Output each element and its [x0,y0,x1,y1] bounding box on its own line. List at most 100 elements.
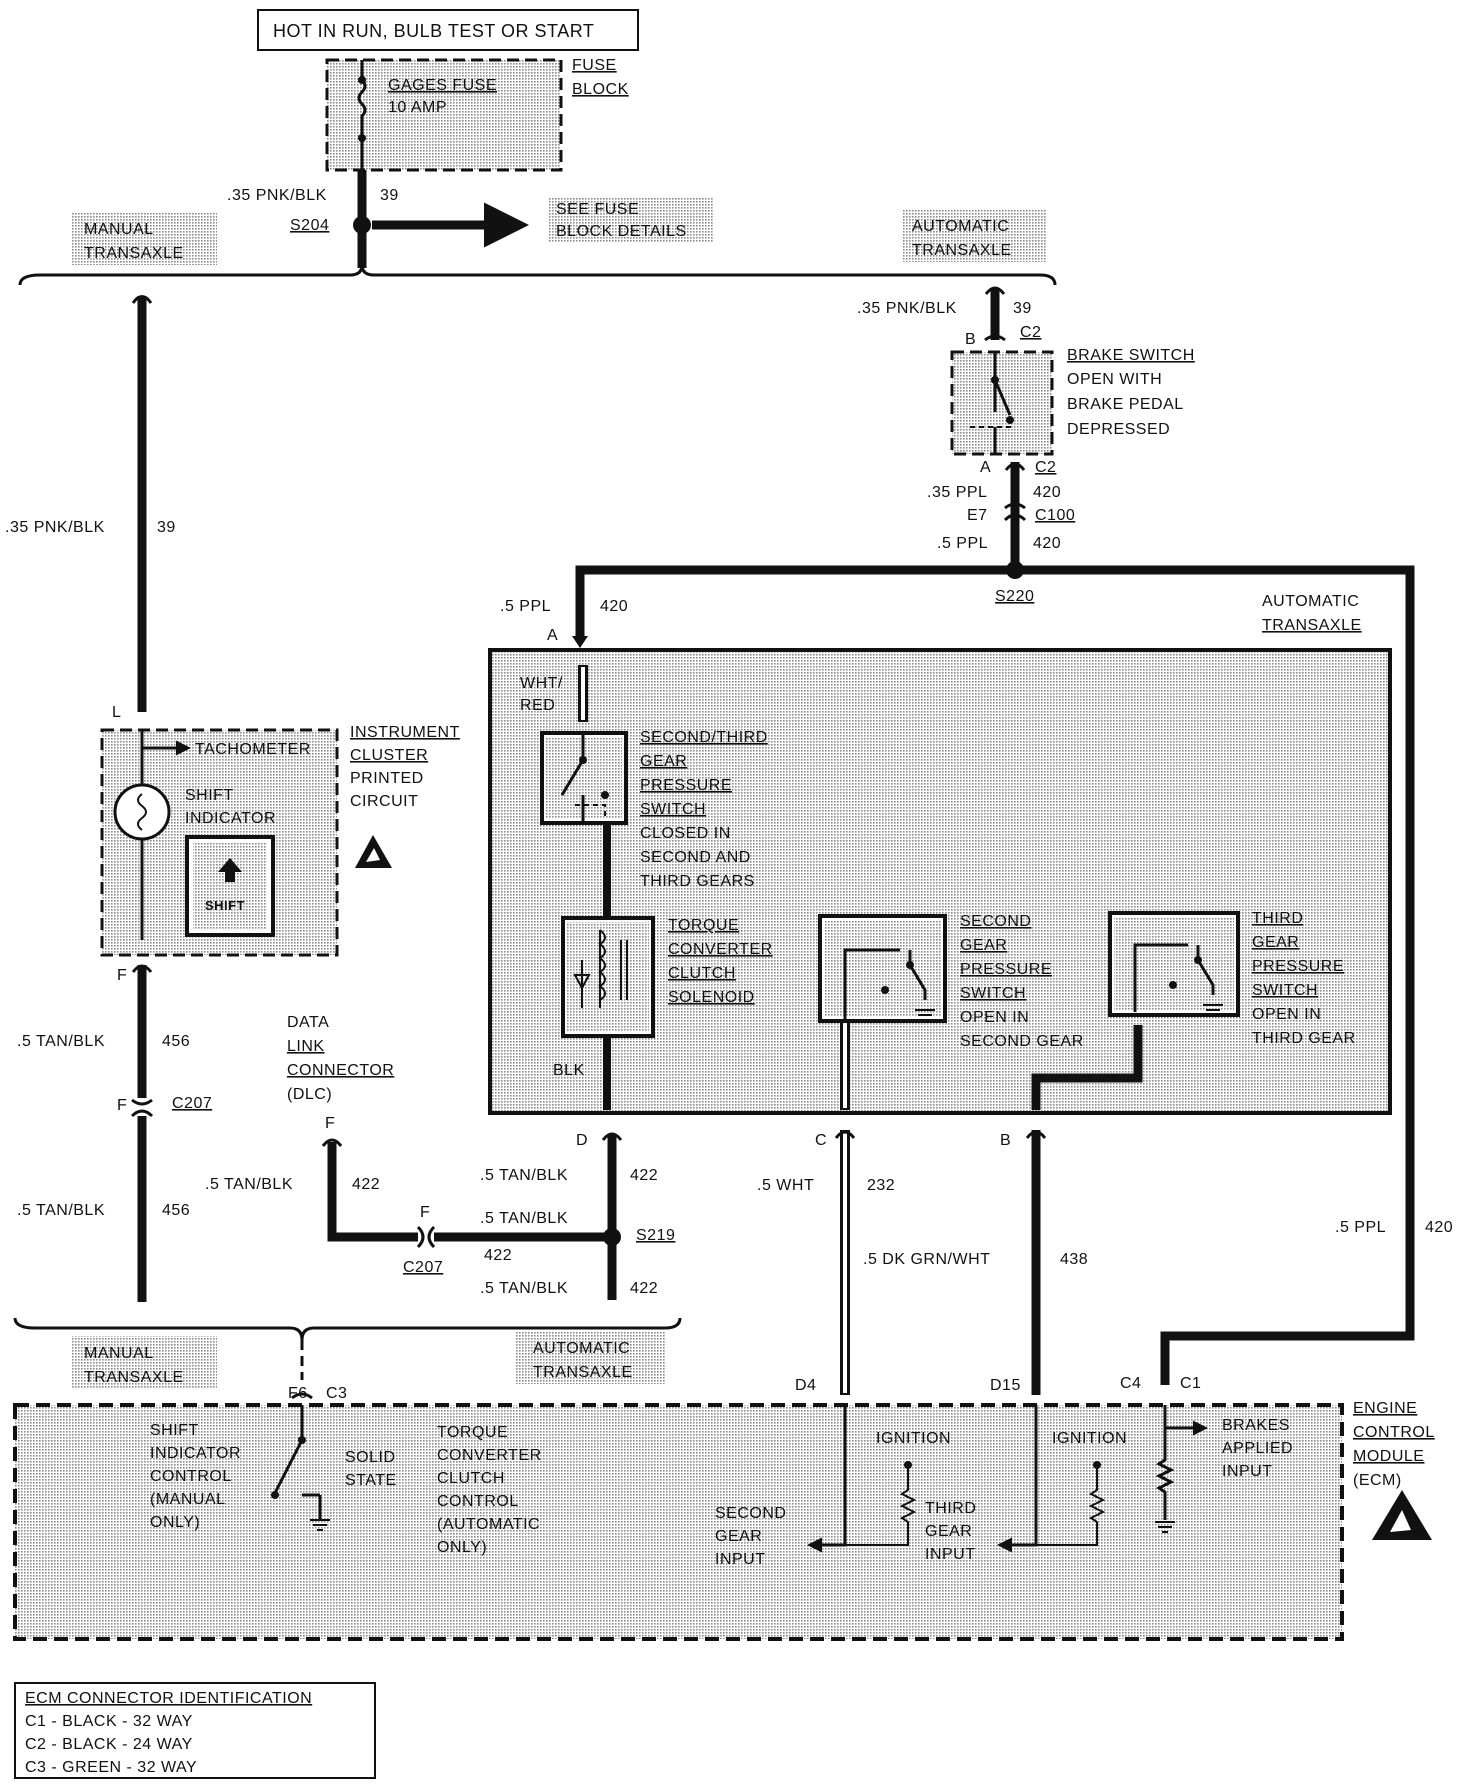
ecm-d4-resistor [845,1465,917,1546]
ecm-c1-input [1155,1405,1175,1520]
automatic-top-line-1: AUTOMATIC [912,218,1009,235]
fuse-name: GAGES FUSE [388,77,497,94]
shift-indicator-label-2: INDICATOR [185,810,276,827]
power-source-label: HOT IN RUN, BULB TEST OR START [273,21,594,41]
wire-label-ppl-5-a: .5 PPL [937,535,988,552]
esd-icon-ecm-hand [1390,1510,1411,1532]
wire-456-upper-terminal [131,964,153,973]
brake-switch-line-4: DEPRESSED [1067,421,1170,438]
ecm-solid-line-2: STATE [345,1472,397,1489]
shift-indicator-lamp-circle [113,783,171,841]
dlc-label-2: LINK [287,1038,325,1055]
c100-label: C100 [1035,507,1075,524]
legend-row: C1 - BLACK - 32 WAY [25,1713,193,1730]
wire-label-wht: .5 WHT [757,1177,814,1194]
dlc-wire [327,1142,418,1242]
splice-s219-dot [603,1228,621,1246]
dlc-label-4: (DLC) [287,1086,332,1103]
ps2-line-2: GEAR [960,937,1007,954]
tcc-core [620,940,628,1000]
wire-circuit-422-d2: 422 [630,1280,658,1297]
automatic-bottom-line-2: TRANSAXLE [533,1364,633,1381]
ecm-name-2: CONTROL [1353,1424,1435,1441]
ecm-tcc-line-6: ONLY) [437,1539,487,1556]
top-brace [18,264,1057,286]
wire-circuit-422-d1: 422 [630,1167,658,1184]
ecm-brakes-line-2: APPLIED [1222,1440,1293,1457]
wire-420-right [1015,565,1415,1385]
manual-top-shade [72,213,217,265]
ecm-c1-ground [1155,1521,1175,1533]
automatic-top-line-2: TRANSAXLE [912,242,1012,259]
pin-a-transaxle: A [547,627,558,644]
dlc-terminal [321,1138,343,1147]
ps3-switch [1133,943,1215,1012]
pin-b-label: B [1000,1132,1011,1149]
brake-pin-a: A [980,459,991,476]
trans-box-label-1: AUTOMATIC [1262,593,1359,610]
wire-39-left-terminal [131,295,153,304]
ps23-line-4: SWITCH [640,801,706,818]
ecm-tcc-line-5: (AUTOMATIC [437,1516,540,1533]
wire-circuit-39-top: 39 [380,187,399,204]
wire-39-brake-terminal [984,286,1006,295]
ecm-d15-node [1093,1461,1101,1469]
ecm-shift-pivot [298,1436,306,1444]
ecm-f6-connector [291,1392,313,1400]
legend-title: ECM CONNECTOR IDENTIFICATION [25,1690,312,1707]
brake-switch-pivot [991,376,999,384]
ecm-third-line-3: INPUT [925,1546,976,1563]
dlc-label-1: DATA [287,1014,329,1031]
dlc-label-3: CONNECTOR [287,1062,394,1079]
fuse-rating: 10 AMP [388,99,447,116]
ps3-line-6: THIRD GEAR [1252,1030,1356,1047]
ecm-shift-line-5: ONLY) [150,1514,200,1531]
wire-label-tan-blk-2: .5 TAN/BLK [17,1202,105,1219]
ps23-line-6: SECOND AND [640,849,751,866]
ps3-pivot [1194,956,1202,964]
cluster-name-3: PRINTED [350,770,424,787]
ecm-brakes-line-3: INPUT [1222,1463,1273,1480]
wht-red-label-1: WHT/ [520,675,563,692]
power-source-box [257,9,639,51]
wire-label-pnk-blk-top: .35 PNK/BLK [227,187,327,204]
ps23-line-7: THIRD GEARS [640,873,755,890]
pin-f-c207-label: F [117,1097,127,1114]
ps2-switch [843,948,927,1020]
wire-label-ppl-35: .35 PPL [927,484,987,501]
tachometer-label: TACHOMETER [195,741,311,758]
ecm-second-line-1: SECOND [715,1505,786,1522]
ps23-line-1: SECOND/THIRD [640,729,768,746]
wire-circuit-39-left: 39 [157,519,176,536]
ps2-contact [881,986,889,994]
ecm-tcc-line-2: CONVERTER [437,1447,542,1464]
ecm-second-line-2: GEAR [715,1528,762,1545]
pin-f-c207-right: F [420,1204,430,1221]
ps2-line-4: SWITCH [960,985,1026,1002]
c1-label: C1 [1180,1375,1201,1392]
blk-label: BLK [553,1062,585,1079]
ps3-line-5: OPEN IN [1252,1006,1321,1023]
c100-pin-e7: E7 [967,507,988,524]
wire-circuit-456-1: 456 [162,1033,190,1050]
ps3-ground [1203,1004,1223,1016]
ecm-shift-line-3: CONTROL [150,1468,232,1485]
wire-label-ppl-5-c: .5 PPL [1335,1219,1386,1236]
shift-indicator-label-1: SHIFT [185,787,234,804]
ps3-wire-out [1031,1025,1143,1110]
ecm-ignition-2: IGNITION [1052,1430,1127,1447]
trans-box-label-2: TRANSAXLE [1262,617,1362,634]
legend-row: C2 - BLACK - 24 WAY [25,1736,193,1753]
fuse-terminal-top [358,76,366,84]
c207-left-label: C207 [172,1095,212,1112]
wire-label-tan-blk-h: .5 TAN/BLK [480,1210,568,1227]
ps2-line-5: OPEN IN [960,1009,1029,1026]
wire-label-tan-blk-dlc: .5 TAN/BLK [205,1176,293,1193]
tcc-line-4: SOLENOID [668,989,755,1006]
pin-d-label: D [576,1132,588,1149]
manual-top-line-1: MANUAL [84,221,154,238]
wire-label-tan-blk-d1: .5 TAN/BLK [480,1167,568,1184]
ps2-pivot [906,961,914,969]
manual-bottom-line-1: MANUAL [84,1345,154,1362]
